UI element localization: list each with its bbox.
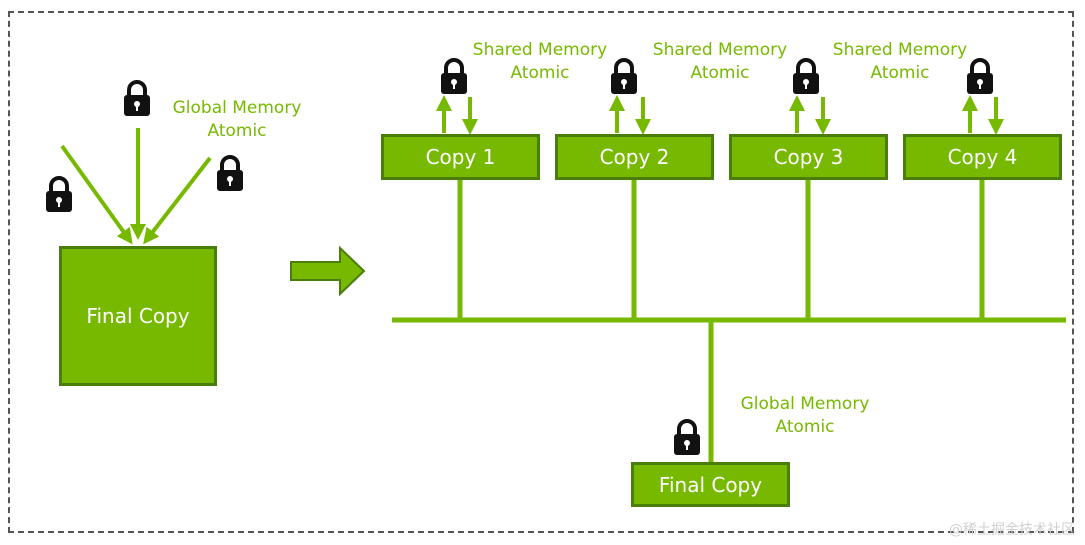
lock-icon [46, 176, 72, 212]
left-arrow-right [143, 156, 212, 245]
lock-icon [124, 80, 150, 116]
right-global-memory-label: Global Memory Atomic [740, 394, 870, 437]
lock-icon [967, 58, 993, 94]
lock-icon [441, 58, 467, 94]
lock-icon [217, 155, 243, 191]
watermark: @稀土掘金技术社区 [949, 522, 1075, 538]
copy-2-label: Copy 2 [599, 145, 670, 169]
left-final-copy-label: Final Copy [86, 304, 190, 328]
shared-memory-label-3: Shared Memory Atomic [832, 40, 968, 83]
copy-3-label: Copy 3 [773, 145, 844, 169]
left-arrow-left [60, 144, 133, 245]
copy-4-label: Copy 4 [947, 145, 1018, 169]
copy-2-box: Copy 2 [555, 134, 714, 180]
copy-1-label: Copy 1 [425, 145, 496, 169]
left-final-copy-box: Final Copy [59, 246, 217, 386]
copy-4-box: Copy 4 [903, 134, 1062, 180]
left-global-memory-label: Global Memory Atomic [172, 98, 302, 141]
shared-memory-label-1: Shared Memory Atomic [472, 40, 608, 83]
lock-icon [674, 419, 700, 455]
right-final-copy-box: Final Copy [631, 462, 790, 507]
lock-icon [793, 58, 819, 94]
diagram-frame [8, 11, 1074, 533]
copy-3-box: Copy 3 [729, 134, 888, 180]
copy4-arrows [962, 95, 1004, 135]
copy-1-box: Copy 1 [381, 134, 540, 180]
copy2-arrows [609, 95, 651, 135]
shared-memory-label-2: Shared Memory Atomic [652, 40, 788, 83]
right-final-copy-label: Final Copy [658, 472, 763, 497]
copy1-arrows [436, 95, 478, 135]
lock-icon [611, 58, 637, 94]
copy3-arrows [789, 95, 831, 135]
arrow-right-icon [290, 245, 366, 297]
